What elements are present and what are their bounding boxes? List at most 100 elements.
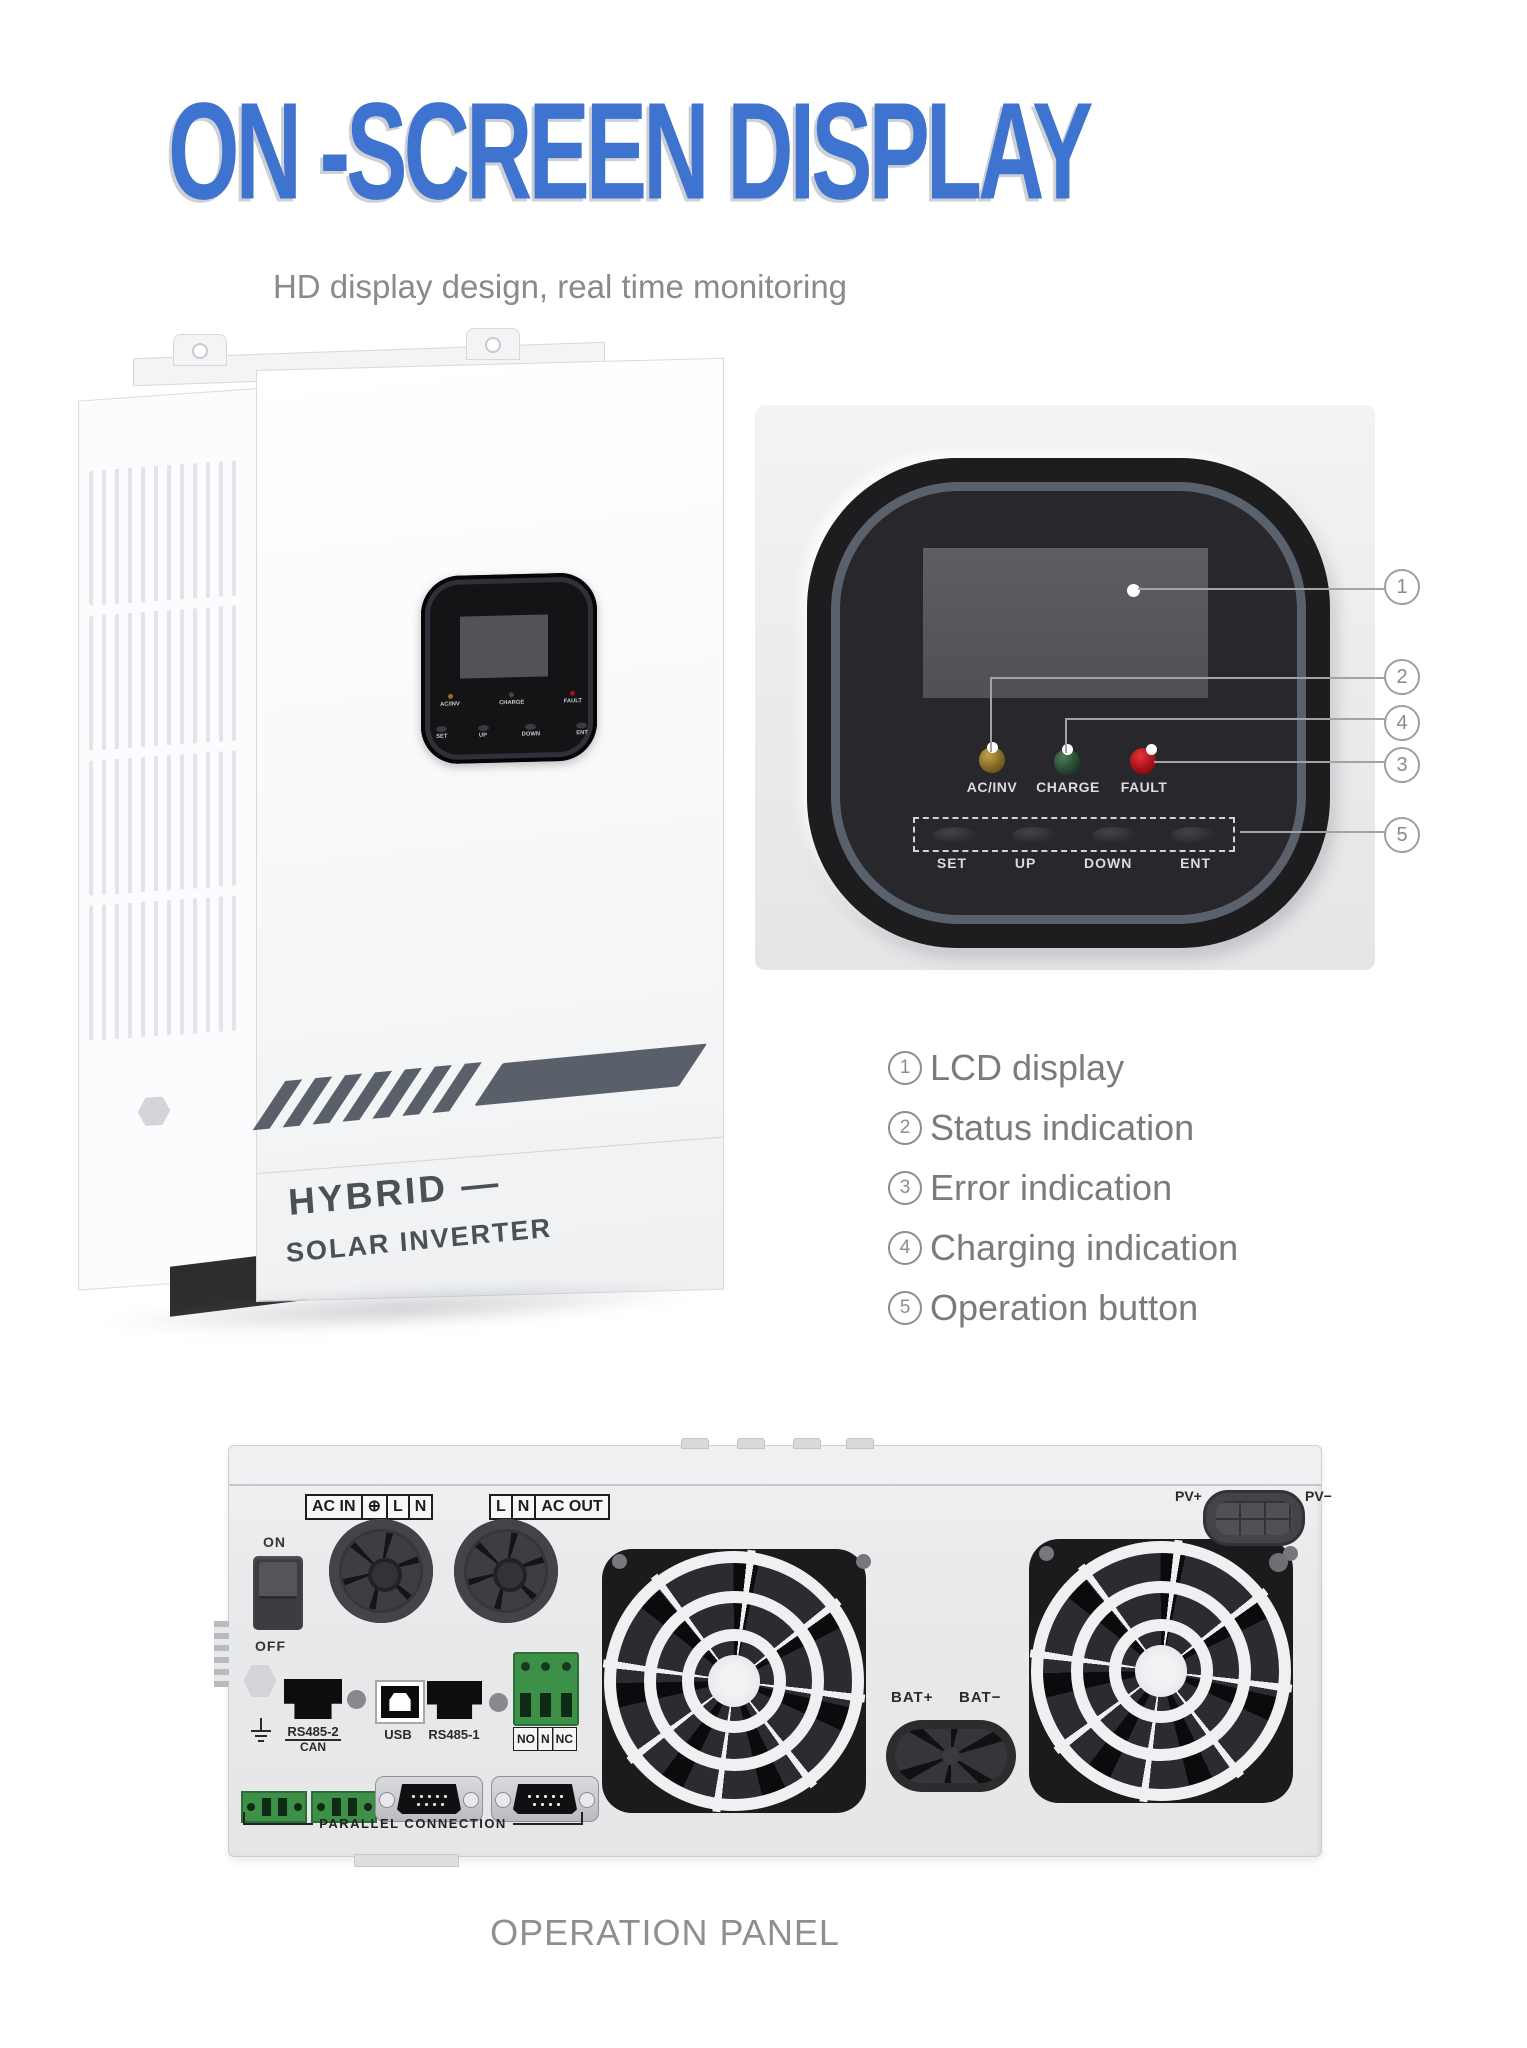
ground-bar xyxy=(255,1735,267,1737)
screw-dot xyxy=(347,1690,366,1709)
switch-off-label: OFF xyxy=(255,1638,286,1654)
callout-anchor-dot xyxy=(987,742,998,753)
button-shape xyxy=(1012,826,1057,843)
pv-plus-label: PV+ xyxy=(1175,1488,1202,1504)
feature-number: 1 xyxy=(888,1051,922,1085)
page-title: ON -SCREEN DISPLAY xyxy=(168,75,1093,229)
parallel-connection-label: PARALLEL CONNECTION xyxy=(319,1816,507,1831)
charge-led xyxy=(1054,744,1080,775)
mounting-hole xyxy=(485,337,501,353)
mini-button-down: DOWN xyxy=(515,724,547,743)
switch-actuator xyxy=(259,1562,297,1599)
mini-button-label: ENT xyxy=(575,729,588,737)
callout-circle-3: 3 xyxy=(1384,747,1420,783)
down-button-label: DOWN xyxy=(1084,855,1133,871)
relay-label-row: NO N NC xyxy=(513,1727,578,1751)
vent-band xyxy=(89,459,245,606)
db9-screw xyxy=(579,1792,595,1808)
panel-top-lip xyxy=(229,1446,1321,1486)
led-dot xyxy=(569,691,575,697)
panel-tab xyxy=(846,1438,874,1449)
ground-stem xyxy=(260,1718,262,1730)
relay-nc-label: NC xyxy=(551,1727,578,1751)
db9-dsub-shell xyxy=(397,1784,461,1814)
callout-anchor-dot xyxy=(1062,744,1073,755)
feature-number: 4 xyxy=(888,1231,922,1265)
button-dome xyxy=(435,726,447,733)
mini-led-label: FAULT xyxy=(563,697,582,705)
callout-line-2 xyxy=(990,677,1388,679)
brand-subname: SOLAR INVERTER xyxy=(285,1212,553,1269)
ac-out-label-row: L N AC OUT xyxy=(489,1494,610,1520)
page-subtitle: HD display design, real time monitoring xyxy=(272,268,848,305)
callout-circle-1: 1 xyxy=(1384,569,1420,605)
pv-connector xyxy=(1203,1490,1305,1546)
feature-label: Charging indication xyxy=(930,1227,1239,1268)
inverter-front-face: AC/INV CHARGE FAULT SET UP DOWN ENT xyxy=(252,357,724,1302)
mini-button-label: DOWN xyxy=(521,730,541,738)
feature-item-operation: 5 Operation button xyxy=(888,1278,1238,1338)
battery-cable-gland xyxy=(886,1720,1016,1792)
cooling-fan-right xyxy=(1029,1539,1293,1803)
vent-band xyxy=(89,604,245,751)
feature-number: 3 xyxy=(888,1171,922,1205)
heatsink-fins xyxy=(214,1621,229,1687)
charge-led-label: CHARGE xyxy=(1036,779,1100,795)
usb-label: USB xyxy=(384,1727,412,1742)
mini-led-label: CHARGE xyxy=(499,699,525,707)
db9-pins xyxy=(528,1795,531,1798)
rear-operation-panel: ON OFF AC IN ⊕ L N L N AC OUT RS485-2 CA… xyxy=(214,1438,1332,1867)
mini-led-fault: FAULT xyxy=(557,691,588,710)
vent-band xyxy=(89,894,245,1041)
db9-connector xyxy=(491,1776,599,1822)
operation-button-zone xyxy=(913,817,1235,852)
mini-button-row: SET UP DOWN ENT xyxy=(432,722,592,745)
fan-hub xyxy=(708,1655,760,1707)
terminal-slots xyxy=(515,1693,577,1717)
inverter-side-vents xyxy=(78,388,258,1291)
bracket-tick xyxy=(243,1812,245,1825)
led-dot xyxy=(447,694,453,700)
ac-out-n-label: N xyxy=(510,1494,537,1520)
mini-lcd-screen xyxy=(459,614,548,680)
ac-out-label: AC OUT xyxy=(534,1494,610,1520)
callout-line-1 xyxy=(1138,588,1386,590)
lcd-screen xyxy=(923,548,1208,698)
feature-number: 5 xyxy=(888,1291,922,1325)
switch-on-label: ON xyxy=(263,1534,286,1550)
inverter-mini-display: AC/INV CHARGE FAULT SET UP DOWN ENT xyxy=(421,572,597,765)
ac-in-l-label: L xyxy=(385,1494,410,1520)
ac-in-label: AC IN xyxy=(305,1494,363,1520)
feature-label: LCD display xyxy=(930,1047,1125,1088)
feature-item-lcd: 1 LCD display xyxy=(888,1038,1238,1098)
panel-foot xyxy=(354,1854,459,1867)
ac-out-cable-gland xyxy=(454,1519,558,1623)
callout-line-3 xyxy=(1154,761,1388,763)
rs485-1-port xyxy=(427,1681,482,1719)
feature-label: Operation button xyxy=(930,1287,1199,1328)
panel-tab xyxy=(737,1438,765,1449)
relay-terminal-block xyxy=(513,1652,579,1726)
button-dome xyxy=(525,724,537,731)
mini-led-label: AC/INV xyxy=(440,701,461,708)
led-dot xyxy=(509,692,515,698)
inverter-product-photo: AC/INV CHARGE FAULT SET UP DOWN ENT xyxy=(78,328,726,1344)
feature-item-status: 2 Status indication xyxy=(888,1098,1238,1158)
mini-button-set: SET xyxy=(432,726,451,745)
callout-circle-2: 2 xyxy=(1384,659,1420,695)
mini-led-row: AC/INV CHARGE FAULT xyxy=(433,691,588,713)
rs485-2-label: RS485-2 CAN xyxy=(277,1724,349,1754)
fan-screw xyxy=(1039,1546,1054,1561)
ground-bar xyxy=(251,1730,271,1732)
gland-hub xyxy=(942,1747,960,1765)
feature-item-error: 3 Error indication xyxy=(888,1158,1238,1218)
bracket-line xyxy=(245,1823,314,1825)
mini-button-label: SET xyxy=(435,733,447,741)
ac-in-n-label: N xyxy=(407,1494,434,1520)
pv-minus-label: PV− xyxy=(1305,1488,1332,1504)
feature-number: 2 xyxy=(888,1111,922,1145)
rs485-2-port xyxy=(284,1679,342,1719)
terminal-dots xyxy=(515,1662,577,1671)
gland-hub xyxy=(493,1558,527,1592)
mini-led-charge: CHARGE xyxy=(490,692,533,711)
